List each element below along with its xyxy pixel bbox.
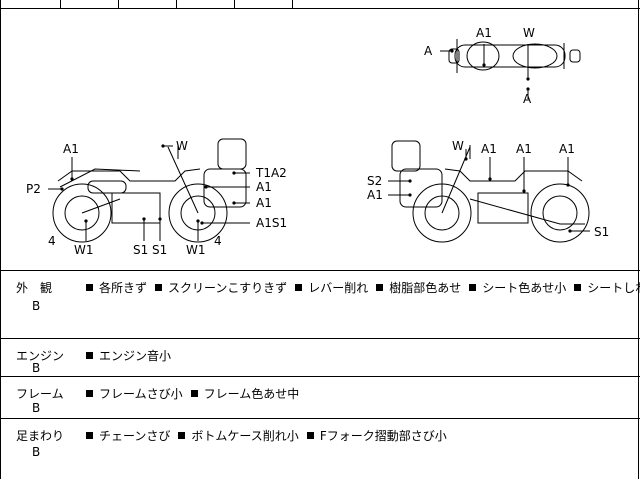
label-right-a1-c: A1 — [559, 142, 575, 156]
label-right-s2: S2 — [367, 174, 382, 188]
motorcycle-diagram: A A1 W A A1 W T1A2 P2 A1 A1 4 A1S1 W1 S1… — [26, 26, 609, 257]
label-left-w1: W1 — [74, 243, 94, 257]
section-grade: B — [32, 361, 41, 375]
label-right-w: W — [452, 139, 464, 153]
label-top-a: A — [424, 44, 433, 58]
list-item: チェーンさび — [86, 429, 170, 443]
section-items: チェーンさびボトムケース削れ小 Fフォーク摺動部さび小 — [86, 427, 455, 444]
list-item: 樹脂部色あせ — [376, 281, 461, 295]
list-item: レバー削れ — [295, 281, 368, 295]
top-header-strip — [0, 0, 640, 9]
label-top-w: W — [523, 26, 535, 40]
section-category: 外 観 — [16, 281, 53, 295]
label-leaders — [48, 44, 590, 241]
label-left-s1-a: S1 — [133, 243, 148, 257]
section-category: 足まわり — [16, 429, 65, 443]
label-left-p2: P2 — [26, 182, 41, 196]
section-grade: B — [32, 401, 41, 415]
label-right-a1-d: A1 — [367, 188, 383, 202]
section-engine: エンジン B エンジン音小 — [0, 338, 640, 377]
label-left-t1a2: T1A2 — [255, 166, 287, 180]
section-grade: B — [32, 299, 41, 313]
section-category: フレーム — [16, 387, 64, 401]
bike-right-view — [391, 140, 590, 243]
section-items: エンジン音小 — [86, 347, 179, 364]
section-exterior: 外 観 B 各所きずスクリーンこすりきずレバー削れ樹脂部色あせシート色あせ小シー… — [0, 270, 640, 339]
label-left-a1s1: A1S1 — [256, 216, 287, 230]
label-right-s1: S1 — [594, 225, 609, 239]
list-item: シートしわ中 — [574, 281, 640, 295]
section-frame: フレーム B フレームさび小フレーム色あせ中 — [0, 376, 640, 419]
label-left-4: 4 — [48, 234, 56, 248]
list-item: フレームさび小 — [86, 387, 183, 401]
list-item: Fフォーク摺動部さび小 — [306, 429, 447, 443]
list-item: エンジン音小 — [86, 349, 171, 363]
section-category: エンジン — [16, 349, 65, 363]
bike-left-view — [52, 138, 247, 243]
label-right-a1-a: A1 — [481, 142, 497, 156]
section-suspension: 足まわり B チェーンさびボトムケース削れ小 Fフォーク摺動部さび小 — [0, 418, 640, 480]
section-grade: B — [32, 445, 41, 459]
label-left-s1-b: S1 — [152, 243, 167, 257]
label-left-4-b: 4 — [214, 234, 222, 248]
label-top-a-bottom: A — [523, 92, 532, 106]
list-item: ボトムケース削れ小 — [178, 429, 299, 443]
diagram-labels: A A1 W A A1 W T1A2 P2 A1 A1 4 A1S1 W1 S1… — [26, 26, 609, 257]
bike-top-view — [448, 39, 581, 73]
label-top-a1: A1 — [476, 26, 492, 40]
label-left-a1: A1 — [63, 142, 79, 156]
label-left-a1-c: A1 — [256, 196, 272, 210]
list-item: シート色あせ小 — [469, 281, 566, 295]
damage-diagram: A A1 W A A1 W T1A2 P2 A1 A1 4 A1S1 W1 S1… — [0, 9, 640, 270]
section-items: フレームさび小フレーム色あせ中 — [86, 385, 307, 402]
marker-dots — [60, 49, 572, 233]
label-left-w1-b: W1 — [186, 243, 206, 257]
label-right-a1-b: A1 — [516, 142, 532, 156]
list-item: 各所きず — [86, 281, 147, 295]
section-items: 各所きずスクリーンこすりきずレバー削れ樹脂部色あせシート色あせ小シートしわ中 — [86, 279, 640, 296]
list-item: スクリーンこすりきず — [155, 281, 287, 295]
label-left-a1-b: A1 — [256, 180, 272, 194]
label-left-w: W — [176, 139, 188, 153]
list-item: フレーム色あせ中 — [190, 387, 299, 401]
